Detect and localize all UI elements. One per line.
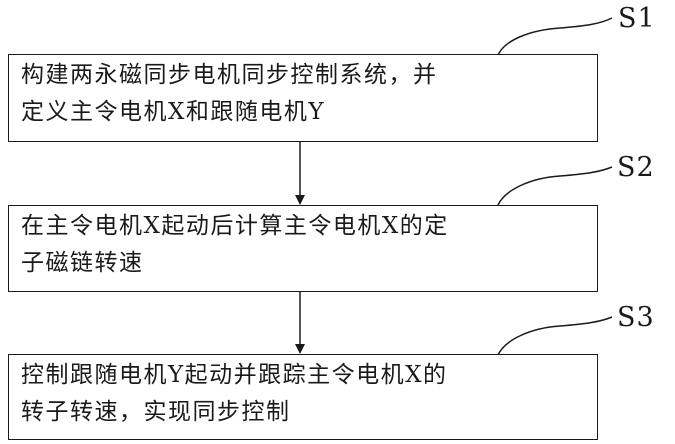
step-text-line: 控制跟随电机Y起动并跟踪主令电机X的 <box>21 357 597 394</box>
step-text-line: 构建两永磁同步电机同步控制系统，并 <box>21 57 597 94</box>
step-text-line: 定义主令电机X和跟随电机Y <box>21 94 597 131</box>
leader-line-s3 <box>498 317 612 355</box>
step-text-line: 在主令电机X起动后计算主令电机X的定 <box>21 208 597 245</box>
step-box-s1: 构建两永磁同步电机同步控制系统，并 定义主令电机X和跟随电机Y <box>8 54 598 142</box>
step-box-s2: 在主令电机X起动后计算主令电机X的定 子磁链转速 <box>8 205 598 292</box>
step-label-s3: S3 <box>617 303 655 333</box>
step-label-s1: S1 <box>618 4 656 34</box>
step-text-line: 子磁链转速 <box>21 245 597 282</box>
leader-line-s2 <box>498 167 612 205</box>
leader-line-s1 <box>498 18 612 55</box>
step-box-s3: 控制跟随电机Y起动并跟踪主令电机X的 转子转速，实现同步控制 <box>8 354 598 440</box>
step-label-s2: S2 <box>617 153 655 183</box>
step-text-line: 转子转速，实现同步控制 <box>21 394 597 431</box>
